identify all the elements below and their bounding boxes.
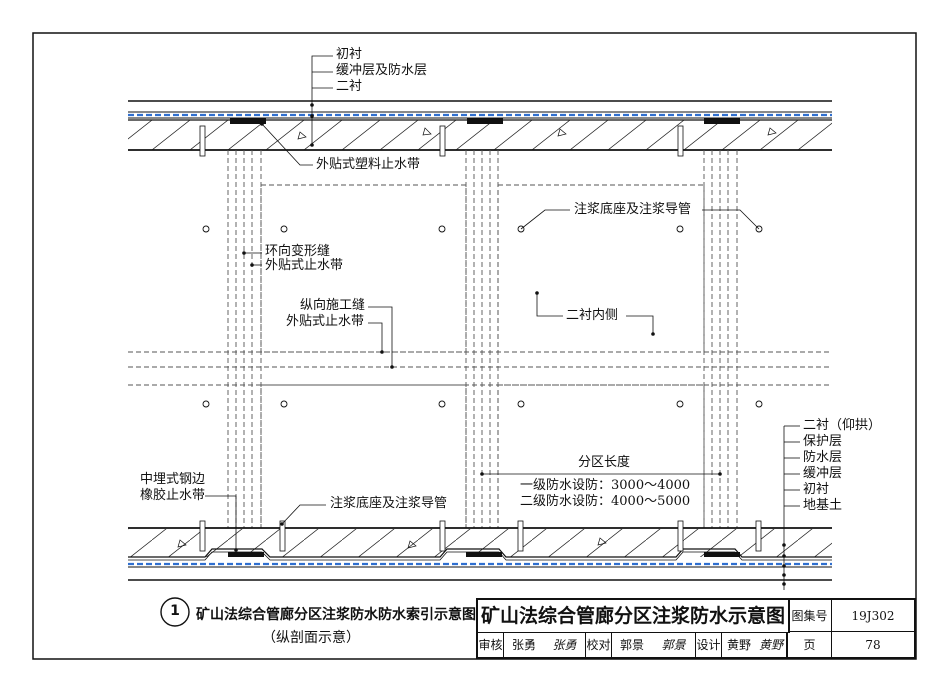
label-long-external-stop: 外贴式止水带 (286, 314, 365, 329)
page-number: 78 (865, 638, 881, 652)
joint-lines (128, 150, 832, 529)
title-block-title: 矿山法综合管廊分区注浆防水示意图 (478, 600, 790, 633)
label-layer-initial: 初衬 (803, 482, 830, 497)
label-layer-protect: 保护层 (803, 434, 843, 449)
label-external-plastic-stop: 外贴式塑料止水带 (316, 157, 421, 172)
label-layer-lining-invert: 二衬（仰拱） (803, 418, 882, 433)
caption-title: 矿山法综合管廊分区注浆防水防水索引示意图 (196, 607, 476, 623)
label-external-stop: 外贴式止水带 (265, 258, 344, 273)
atlas-number: 19J302 (832, 600, 914, 632)
label-buffer-waterproof: 缓冲层及防水层 (336, 63, 428, 78)
title-block: 矿山法综合管廊分区注浆防水示意图 图集号 19J302 审核 张勇 张勇 校对 … (476, 598, 916, 659)
designer-name: 黄野 (726, 638, 751, 652)
caption-number-circle (160, 597, 190, 627)
label-grade2: 二级防水设防：4000～5000 (520, 494, 691, 509)
label-lining-second: 二衬 (336, 79, 363, 94)
sheet-frame (32, 32, 917, 660)
reviewer-signature: 张勇 (544, 632, 586, 658)
caption-number: 1 (170, 603, 180, 619)
label-zone-length: 分区长度 (578, 455, 631, 470)
label-second-inner: 二衬内侧 (566, 308, 619, 323)
checker-signature: 郭景 (652, 632, 696, 658)
checker-name: 郭景 (619, 638, 644, 652)
grout-holes (202, 225, 763, 408)
leader-dots (234, 103, 786, 586)
leader-lines (205, 55, 800, 590)
label-lining-initial: 初衬 (336, 47, 363, 62)
reviewer-name: 张勇 (511, 638, 536, 652)
atlas-label: 图集号 (788, 600, 832, 632)
bottom-lining (128, 520, 832, 581)
label-grout-base-top: 注浆底座及注浆导管 (574, 202, 692, 217)
label-long-joint: 纵向施工缝 (300, 298, 366, 313)
design-label: 设计 (696, 632, 722, 658)
label-grade1: 一级防水设防：3000～4000 (520, 478, 691, 493)
label-layer-buffer: 缓冲层 (803, 466, 843, 481)
label-grout-base-bottom: 注浆底座及注浆导管 (330, 496, 448, 511)
top-lining (128, 100, 832, 157)
checker-label: 校对 (586, 632, 612, 658)
label-embedded-steel-1: 中埋式钢边 (140, 472, 206, 487)
page-label: 页 (788, 632, 832, 658)
caption-subtitle: （纵剖面示意） (262, 630, 360, 646)
label-layer-ground: 地基土 (803, 498, 843, 513)
designer-signature: 黄野 (756, 632, 788, 658)
label-embedded-steel-2: 橡胶止水带 (140, 488, 206, 503)
label-circ-joint: 环向变形缝 (265, 244, 331, 259)
review-label: 审核 (478, 632, 504, 658)
label-layer-waterproof: 防水层 (803, 450, 843, 465)
